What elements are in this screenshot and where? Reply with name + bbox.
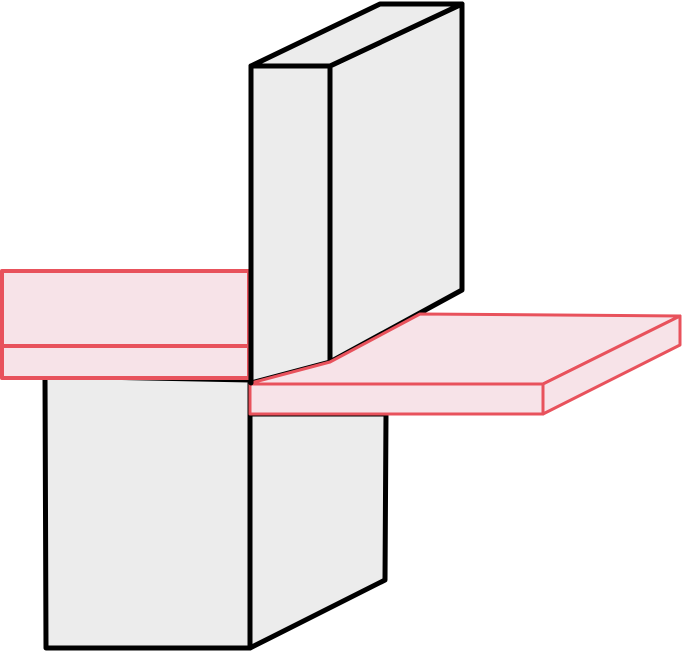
right-slab-front-face xyxy=(248,382,545,416)
upper-block-front-face xyxy=(248,63,333,386)
left-slab-lower-face xyxy=(0,344,251,380)
right-slab-side-face xyxy=(541,314,682,416)
left-slab-upper-face xyxy=(0,269,251,348)
upper-block-top-face xyxy=(248,1,465,69)
lower-block-front-face xyxy=(42,373,253,651)
lower-block-side-face xyxy=(247,411,389,651)
